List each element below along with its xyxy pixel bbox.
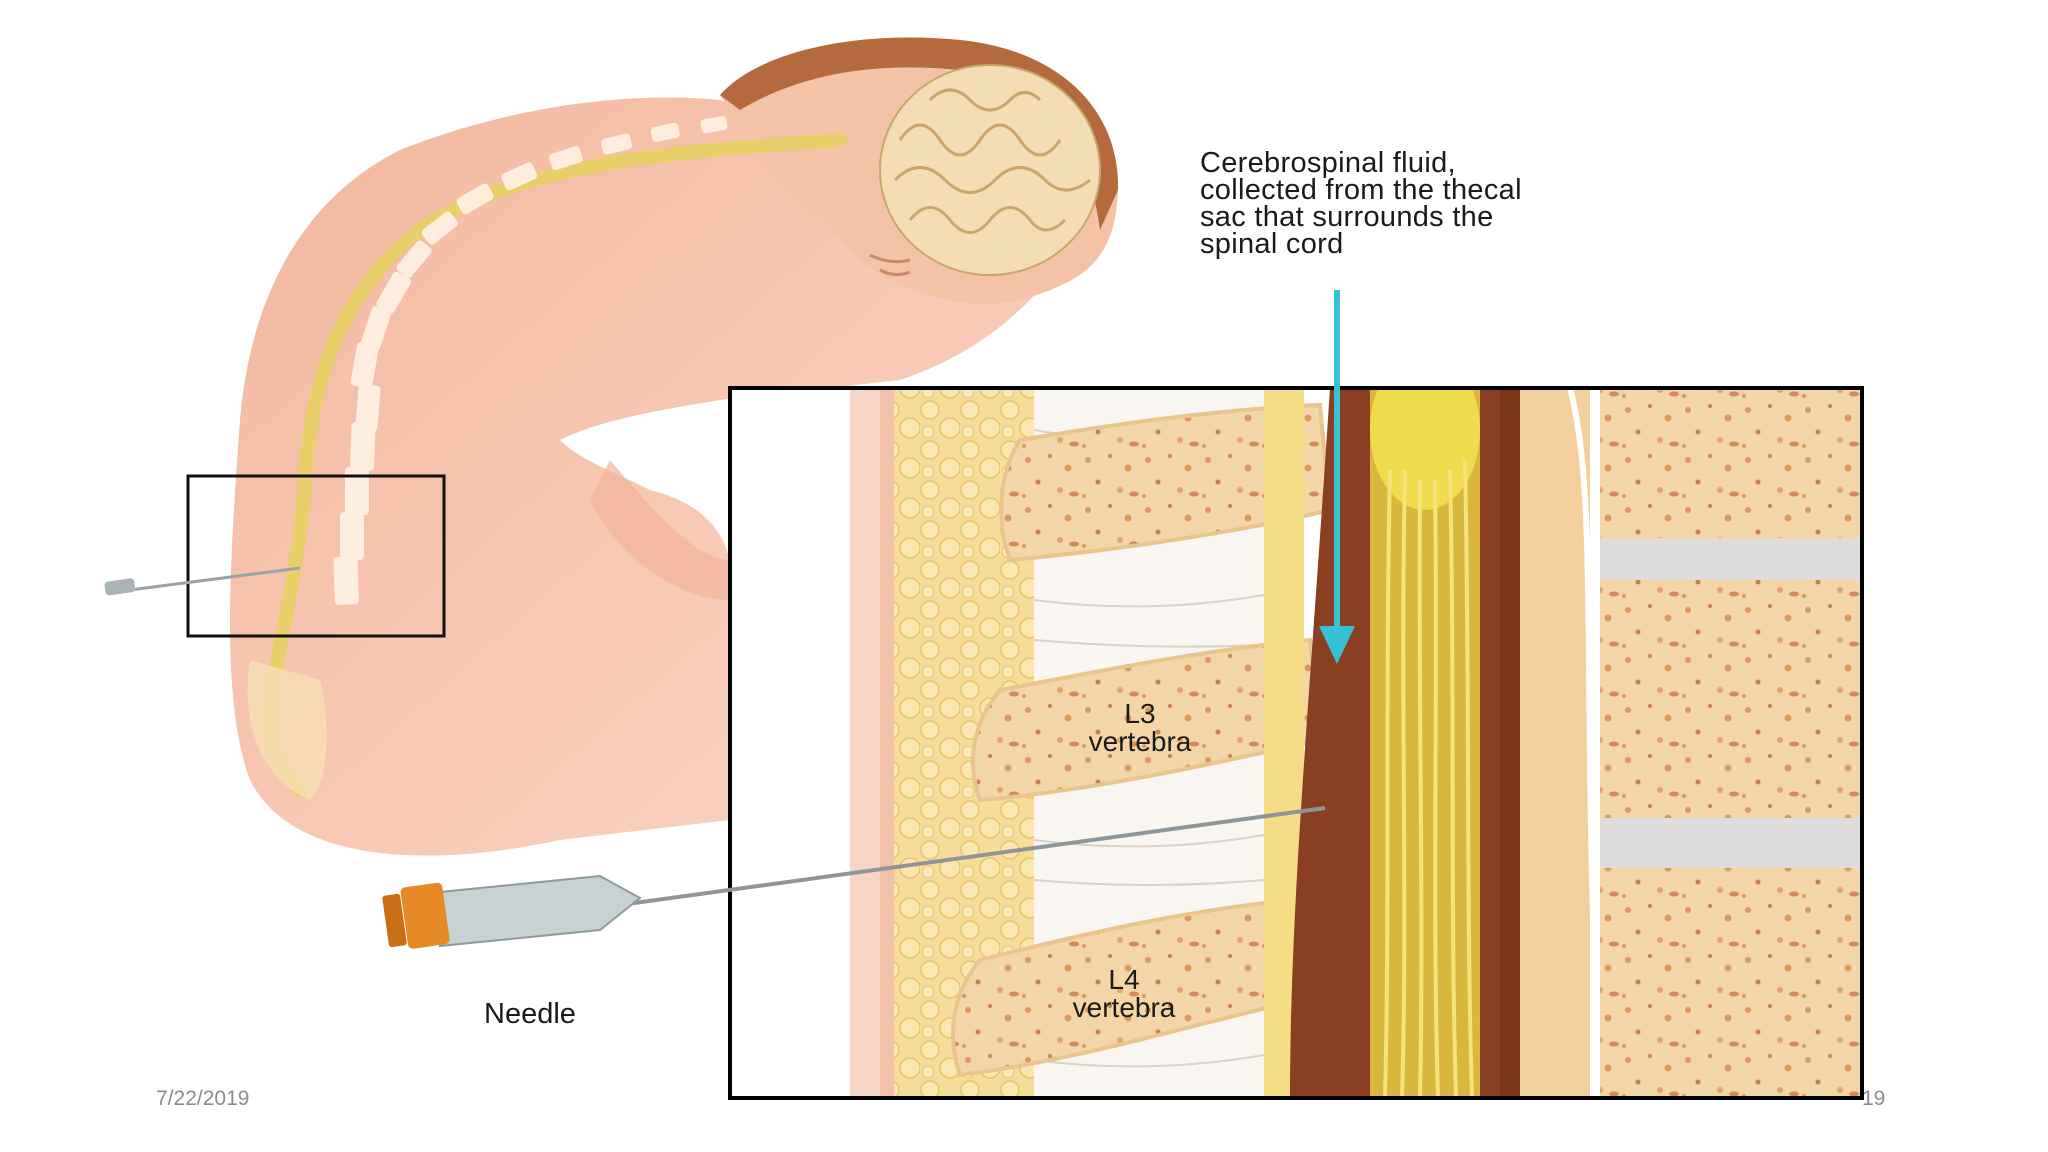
vertebral-body-upper [1600,388,1862,538]
slide-date: 7/22/2019 [156,1087,250,1110]
l4-label-line: L4 [1108,964,1140,995]
spinous-process-l4 [950,897,1303,1078]
callout-arrow [1319,290,1355,664]
l3-label-line: vertebra [1088,726,1192,757]
needle-icon [382,806,1326,949]
vertebral-column [333,116,728,605]
brain-icon [879,64,1101,276]
patient-arm [590,460,730,600]
callout-line: sac that surrounds the [1200,201,1494,233]
face-features [869,253,911,277]
vertebral-body-l3 [1600,580,1862,818]
vertebral-body-l4 [1600,868,1862,1098]
intervertebral-disc-2 [1600,818,1862,868]
l3-label-line: L3 [1124,698,1156,729]
patient-torso [230,97,1088,856]
spinous-process-upper [999,402,1333,563]
needle-label: Needle [484,998,576,1030]
slide-page-number: 19 [1862,1087,1886,1110]
intervertebral-disc-1 [1600,538,1862,580]
patient-head [720,37,1119,304]
sacrum [247,660,327,800]
callout-line: collected from the thecal [1200,174,1522,206]
csf-callout-text: Cerebrospinal fluid, collected from the … [1200,147,1760,260]
callout-line: spinal cord [1200,228,1344,260]
inset-frame [728,386,1864,1100]
inset-cross-section [728,386,1864,1100]
small-needle-icon [104,566,301,596]
spinous-process-l3 [970,637,1323,803]
patient-figure [104,37,1119,856]
l4-label-line: vertebra [1072,992,1176,1023]
l3-vertebra-label: L3 vertebra [1040,700,1240,756]
locator-box [186,474,446,638]
l4-vertebra-label: L4 vertebra [1024,966,1224,1022]
callout-line: Cerebrospinal fluid, [1200,147,1456,179]
